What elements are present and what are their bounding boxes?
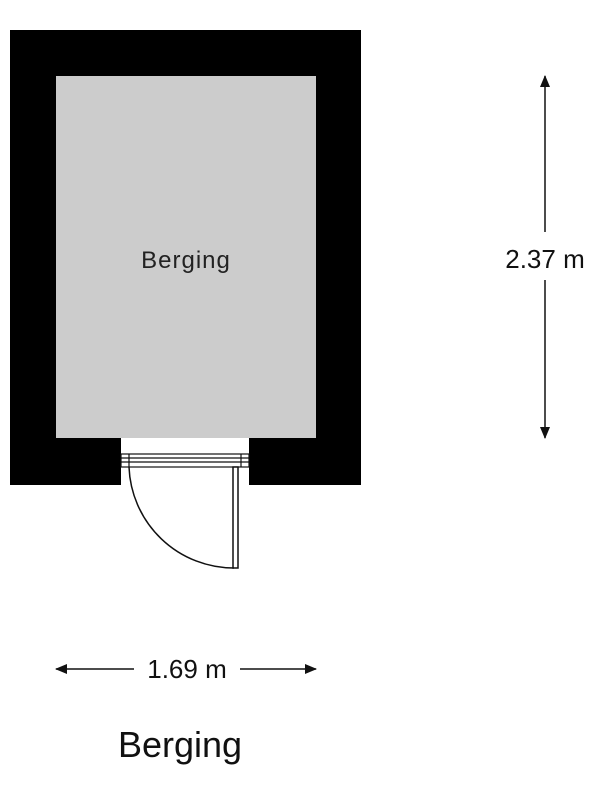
door-frame bbox=[120, 453, 250, 468]
height-dimension: 2.37 m bbox=[505, 75, 585, 439]
height-dimension-label: 2.37 m bbox=[505, 244, 585, 274]
width-dimension: 1.69 m bbox=[55, 654, 317, 684]
floor-caption: Berging bbox=[117, 724, 243, 765]
room-label: Berging bbox=[141, 247, 231, 274]
door-leaf bbox=[232, 466, 239, 569]
door-opening bbox=[121, 438, 249, 454]
room-walls bbox=[10, 30, 361, 485]
room-floor bbox=[56, 76, 316, 438]
width-dimension-label: 1.69 m bbox=[147, 654, 227, 684]
door-swing-arc bbox=[128, 466, 235, 569]
